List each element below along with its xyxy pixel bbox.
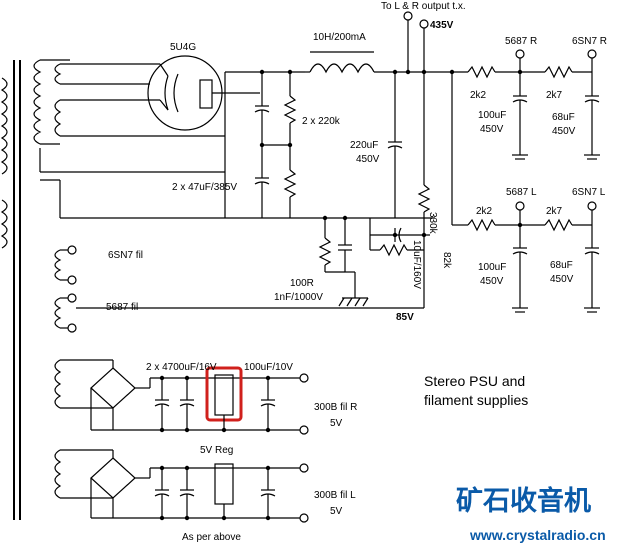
c68-bot-label: 68uF <box>550 260 573 271</box>
c100-bot-voltage: 450V <box>480 276 504 287</box>
reservoir-section: 2 x 220k 2 x 47uF/385V <box>172 69 341 218</box>
label-6sn7-r: 6SN7 R <box>572 36 607 47</box>
c68-bot-voltage: 450V <box>550 274 574 285</box>
watermark-url: www.crystalradio.cn <box>469 527 606 543</box>
r100r-label: 100R <box>290 278 314 289</box>
r2k7-bot-label: 2k7 <box>546 206 563 217</box>
c68-top-label: 68uF <box>552 112 575 123</box>
c68-top-voltage: 450V <box>552 126 576 137</box>
fil-6sn7-label: 6SN7 fil <box>108 250 143 261</box>
decoupling-left: 5687 L 6SN7 L 2k2 2k7 100uF 450V 68uF 45… <box>449 69 606 313</box>
cap-10uf-label: 10uF/160V <box>411 240 422 289</box>
fil-300b-r-label: 300B fil R <box>314 402 357 413</box>
r2k7-top-label: 2k7 <box>546 90 563 101</box>
filament-supply-300b-l: As per above 300B fil L 5V <box>54 449 356 543</box>
cap-100uf-10v-label: 100uF/10V <box>244 362 293 373</box>
cap-220uf-label: 220uF <box>350 140 378 151</box>
regulator-label: 5V Reg <box>200 445 233 456</box>
watermark: 矿石收音机 www.crystalradio.cn <box>456 485 606 543</box>
r2k2-top-label: 2k2 <box>470 90 487 101</box>
fil-300b-l-voltage: 5V <box>330 506 343 517</box>
choke-label: 10H/200mA <box>313 32 366 43</box>
cap-220uf: 220uF 450V <box>350 69 403 218</box>
label-6sn7-l: 6SN7 L <box>572 187 606 198</box>
output-tx-label: To L & R output t.x. <box>381 1 466 12</box>
label-5687-r: 5687 R <box>505 36 537 47</box>
voltage-435v: 435V <box>430 20 454 31</box>
cap-1nf-label: 1nF/1000V <box>274 292 323 303</box>
c100-bot-label: 100uF <box>478 262 506 273</box>
ground-reference: 100R 1nF/1000V <box>274 215 369 307</box>
as-per-above-label: As per above <box>182 532 241 543</box>
fil-300b-l-label: 300B fil L <box>314 490 356 501</box>
voltage-85v: 85V <box>396 312 414 323</box>
c100-top-voltage: 450V <box>480 124 504 135</box>
rectifier-tube-5u4g: 5U4G <box>147 42 260 131</box>
r2k2-bot-label: 2k2 <box>476 206 493 217</box>
diagram-title-line1: Stereo PSU and <box>424 373 525 389</box>
fil-300b-r-voltage: 5V <box>330 418 343 429</box>
power-transformer <box>0 59 435 520</box>
filament-windings-signal: 6SN7 fil 5687 fil <box>54 245 143 333</box>
diagram-title-line2: filament supplies <box>424 392 528 408</box>
choke-10h: 10H/200mA <box>305 32 440 74</box>
reservoir-caps-label: 2 x 47uF/385V <box>172 182 237 193</box>
fil-5687-label: 5687 fil <box>106 302 138 313</box>
decoupling-right: 5687 R 6SN7 R 2k2 2k7 100uF 450V 68uF 45… <box>440 36 607 160</box>
r330k-label: 330k <box>427 212 438 235</box>
c100-top-label: 100uF <box>478 110 506 121</box>
output-tx-terminals: To L & R output t.x. 435V <box>381 1 466 75</box>
cap-220uf-voltage: 450V <box>356 154 380 165</box>
r82k-label: 82k <box>441 252 452 269</box>
rectifier-label: 5U4G <box>170 42 196 53</box>
regulator-highlight <box>205 366 243 422</box>
label-5687-l: 5687 L <box>506 187 537 198</box>
watermark-chinese: 矿石收音机 <box>456 485 591 517</box>
filament-supply-300b-r: 2 x 4700uF/16V 100uF/10V 5V Reg 300B fil… <box>54 359 357 456</box>
bleeder-label: 2 x 220k <box>302 116 341 127</box>
cathode-bias-divider: 330k 10uF/160V 82k 85V <box>110 72 452 323</box>
caps-4700uf-label: 2 x 4700uF/16V <box>146 362 217 373</box>
